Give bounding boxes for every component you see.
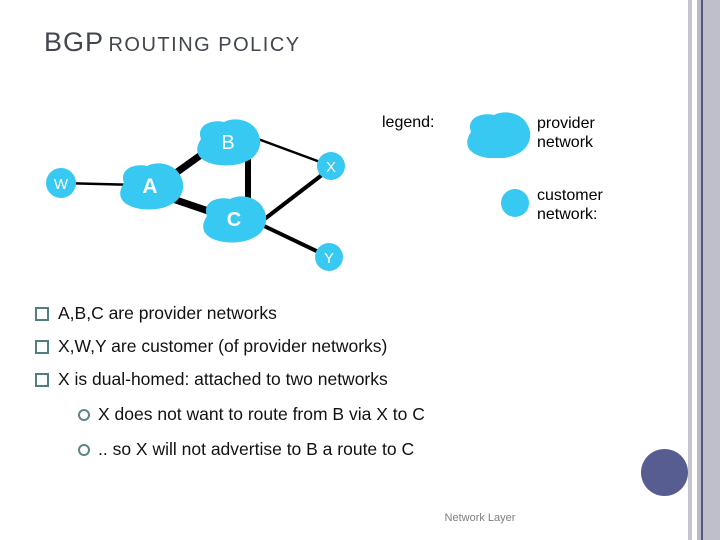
- bullet-text: X,W,Y are customer (of provider networks…: [58, 336, 388, 356]
- diagram-nodes: [46, 119, 345, 271]
- corner-ball-decoration: [641, 449, 688, 496]
- node-x-shape: [317, 152, 345, 180]
- bullet-item: X,W,Y are customer (of provider networks…: [35, 336, 387, 357]
- node-x-label: X: [326, 159, 336, 176]
- bullet-item: X is dual-homed: attached to two network…: [35, 369, 388, 390]
- circle-bullet-icon: [78, 444, 90, 456]
- page-title: BGP ROUTING POLICY: [44, 27, 301, 58]
- edge-stripe: [688, 0, 692, 540]
- bullet-text: A,B,C are provider networks: [58, 303, 277, 323]
- network-diagram: A B C W X Y: [46, 119, 345, 271]
- node-c-label: C: [227, 209, 241, 231]
- sub-bullet-item: X does not want to route from B via X to…: [78, 404, 425, 425]
- bullet-item: A,B,C are provider networks: [35, 303, 277, 324]
- circle-bullet-icon: [78, 409, 90, 421]
- node-a-shape: [120, 163, 184, 210]
- diagram-edges: [60, 137, 333, 259]
- bullet-text: .. so X will not advertise to B a route …: [98, 439, 415, 459]
- legend-title: legend:: [382, 114, 435, 131]
- node-w-label: W: [54, 176, 69, 193]
- legend-provider-label: provider network: [537, 115, 595, 151]
- edge-stripe: [703, 0, 720, 540]
- node-y-shape: [315, 243, 343, 271]
- square-bullet-icon: [35, 340, 49, 354]
- edge-c-x: [260, 166, 333, 223]
- legend-provider-blob: [467, 112, 531, 158]
- title-rest: ROUTING POLICY: [108, 34, 301, 56]
- bullet-text: X is dual-homed: attached to two network…: [58, 369, 388, 389]
- title-main: BGP: [44, 27, 105, 57]
- edge-stripe-dark: [701, 0, 703, 540]
- node-w-shape: [46, 168, 76, 198]
- footer-label: Network Layer: [444, 512, 516, 524]
- square-bullet-icon: [35, 307, 49, 321]
- node-c-shape: [203, 196, 267, 243]
- square-bullet-icon: [35, 373, 49, 387]
- node-b-label: B: [221, 132, 234, 154]
- node-a-label: A: [142, 175, 157, 198]
- sub-bullet-item: .. so X will not advertise to B a route …: [78, 439, 414, 460]
- node-b-shape: [197, 119, 261, 166]
- edge-stripe: [697, 0, 701, 540]
- node-y-label: Y: [324, 250, 334, 267]
- bullet-text: X does not want to route from B via X to…: [98, 404, 425, 424]
- legend-customer-circle: [501, 189, 529, 217]
- legend-customer-label: customer network:: [537, 187, 603, 223]
